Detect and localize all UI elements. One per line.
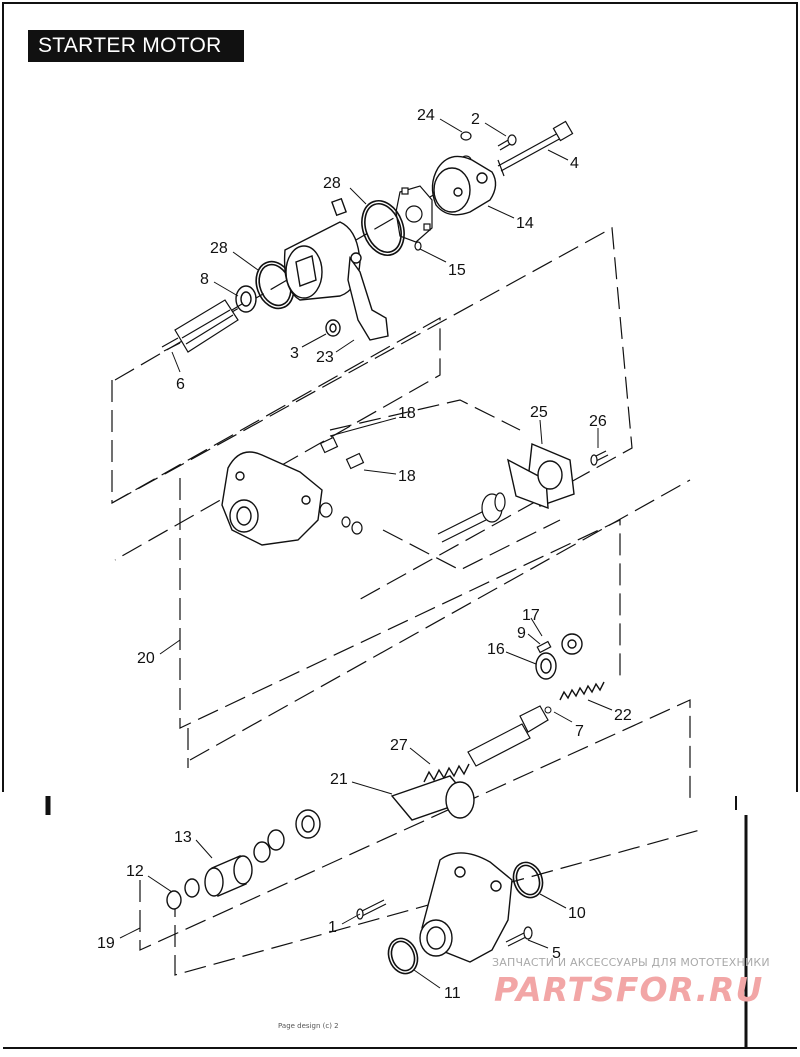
callout-20: 20 xyxy=(137,650,155,667)
gear-part-16 xyxy=(535,652,557,680)
callout-6: 6 xyxy=(176,376,185,393)
armature-part-6 xyxy=(161,299,243,353)
callout-labels: 24 2 4 14 28 28 8 15 3 23 6 18 25 26 18 … xyxy=(97,107,632,1002)
callout-3: 3 xyxy=(290,345,299,362)
plunger xyxy=(437,492,506,543)
callout-10: 10 xyxy=(568,905,586,922)
contact-part-18 xyxy=(319,436,365,535)
bolt-part-4 xyxy=(497,120,574,177)
screw-part-26 xyxy=(590,450,609,466)
drive-housing xyxy=(419,852,513,963)
callout-5: 5 xyxy=(552,945,561,962)
leader-lines xyxy=(119,118,613,989)
assembly-dash-lines xyxy=(111,189,701,976)
callout-26: 26 xyxy=(589,413,607,430)
footer-note: Page design (c) 2 xyxy=(278,1022,339,1030)
rings-part-12 xyxy=(166,878,200,910)
frame-housing xyxy=(283,197,389,341)
callout-23: 23 xyxy=(316,349,334,366)
callout-19: 19 xyxy=(97,935,115,952)
callout-25: 25 xyxy=(530,404,548,421)
callout-28-lower: 28 xyxy=(210,240,228,257)
cover-part-25 xyxy=(506,442,575,510)
callout-9: 9 xyxy=(517,625,526,642)
callout-1: 1 xyxy=(328,919,337,936)
callout-13: 13 xyxy=(174,829,192,846)
o-ring-part-10 xyxy=(512,861,544,899)
callout-17: 17 xyxy=(522,607,540,624)
callout-16: 16 xyxy=(487,641,505,658)
pinion-part-13 xyxy=(204,855,253,897)
pinion-shaft xyxy=(467,705,549,767)
callout-21: 21 xyxy=(330,771,348,788)
brush-plate-part-15 xyxy=(395,185,433,251)
callout-18-upper: 18 xyxy=(398,405,416,422)
callout-12: 12 xyxy=(126,863,144,880)
lower-rings xyxy=(253,809,321,863)
callout-8: 8 xyxy=(200,271,209,288)
callout-22: 22 xyxy=(614,707,632,724)
spring-part-22 xyxy=(559,681,605,701)
callout-28-upper: 28 xyxy=(323,175,341,192)
callout-24: 24 xyxy=(417,107,435,124)
retainer-part-17 xyxy=(561,633,583,655)
callout-11: 11 xyxy=(444,985,461,1002)
callout-15: 15 xyxy=(448,262,466,279)
spring-part-27 xyxy=(423,763,470,783)
callout-14: 14 xyxy=(516,215,534,232)
ball-part-7 xyxy=(544,706,552,714)
callout-18-lower: 18 xyxy=(398,468,416,485)
watermark-tagline: ЗАПЧАСТИ И АКСЕССУАРЫ ДЛЯ МОТОТЕХНИКИ xyxy=(492,956,770,969)
end-cap-part-14 xyxy=(431,155,497,216)
gear-part-21 xyxy=(390,775,475,821)
callout-4: 4 xyxy=(570,155,579,172)
screw-part-2 xyxy=(497,134,517,151)
bolt-part-5 xyxy=(505,926,533,947)
solenoid-housing xyxy=(221,451,323,546)
page-title: STARTER MOTOR xyxy=(28,30,244,62)
callout-2: 2 xyxy=(471,111,480,128)
pin-part-9 xyxy=(536,640,552,654)
nut-part-3 xyxy=(325,319,341,337)
watermark-logo: PARTSFOR.RU xyxy=(494,970,764,1009)
bearing-part-8 xyxy=(235,285,257,313)
bolt-part-1 xyxy=(356,899,387,920)
callout-7: 7 xyxy=(575,723,584,740)
callout-27: 27 xyxy=(390,737,408,754)
o-ring-part-11 xyxy=(387,937,419,975)
